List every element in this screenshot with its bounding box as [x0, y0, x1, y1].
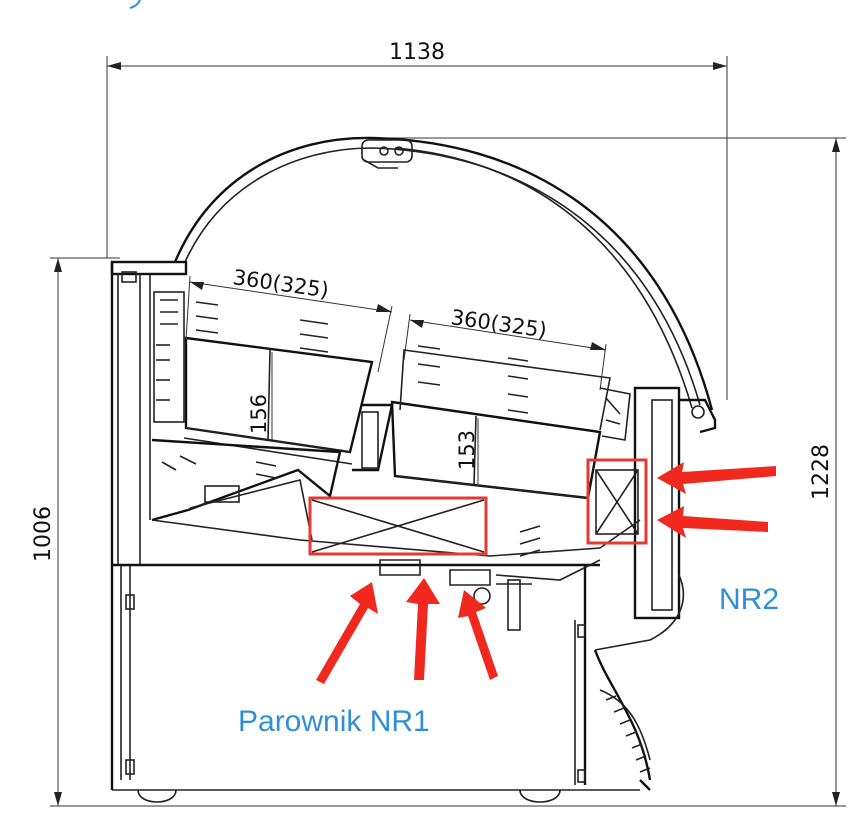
tray-left-depth-label: 156: [247, 394, 271, 434]
tray-right-depth-label: 153: [455, 430, 479, 470]
interior-trays: [151, 275, 641, 631]
overall-width-label: 1138: [389, 40, 445, 65]
evaporator-2-arrows: [657, 462, 776, 538]
counter-height-label: 1006: [31, 506, 56, 562]
overall-height-label: 1228: [809, 444, 834, 500]
dimension-counter-height: 1006: [31, 257, 846, 807]
evaporator-2-box: [586, 458, 648, 545]
corner-fragment: [129, 0, 141, 9]
evaporator-1-arrows: [316, 578, 498, 684]
dimension-overall-height: 1228: [360, 137, 846, 806]
dimension-overall-width: 1138: [106, 40, 728, 400]
glass-canopy: [173, 136, 714, 411]
evaporator-2-label: NR2: [719, 583, 779, 616]
tray-right-width-label: 360(325): [449, 305, 548, 342]
tray-left-width-label: 360(325): [231, 265, 330, 302]
evaporator-1-box: [308, 496, 488, 556]
evaporator-1-label: Parownik NR1: [238, 705, 430, 738]
cabinet-body: [110, 260, 717, 803]
